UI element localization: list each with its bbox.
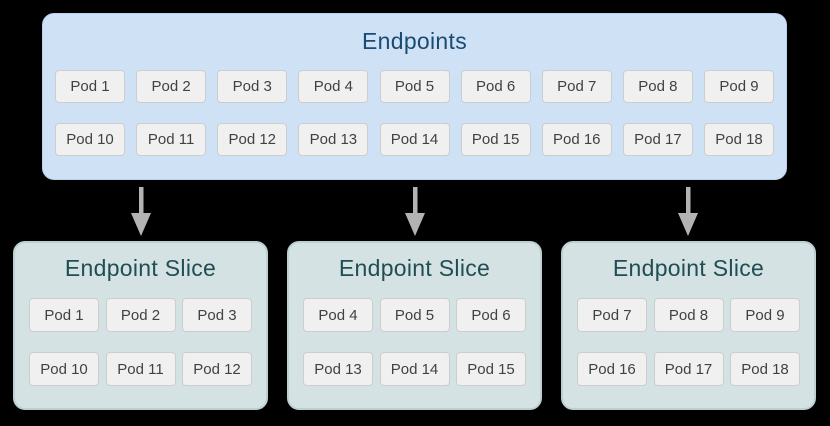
- pod-chip: Pod 13: [303, 352, 373, 386]
- pod-chip: Pod 8: [622, 70, 693, 103]
- pod-chip: Pod 14: [379, 123, 450, 156]
- pod-chip: Pod 5: [379, 298, 450, 332]
- slice-pod-row-1: Pod 4 Pod 5 Pod 6: [303, 298, 526, 332]
- pod-chip: Pod 6: [456, 298, 526, 332]
- pod-chip: Pod 7: [577, 298, 647, 332]
- slice-pod-row-2: Pod 13 Pod 14 Pod 15: [303, 352, 526, 386]
- slice-pod-row-2: Pod 16 Pod 17 Pod 18: [577, 352, 800, 386]
- pod-chip: Pod 3: [182, 298, 252, 332]
- endpoints-box: Endpoints Pod 1 Pod 2 Pod 3 Pod 4 Pod 5 …: [42, 13, 787, 180]
- pod-chip: Pod 16: [541, 123, 612, 156]
- endpoint-slice-title: Endpoint Slice: [612, 255, 765, 281]
- pod-chip: Pod 10: [29, 352, 99, 386]
- pod-chip: Pod 4: [298, 70, 369, 103]
- pod-chip: Pod 9: [704, 70, 774, 103]
- slice-pod-row-1: Pod 7 Pod 8 Pod 9: [577, 298, 800, 332]
- down-arrow-icon: [678, 187, 698, 236]
- down-arrow-icon: [405, 187, 425, 236]
- endpoints-pod-row-2: Pod 10 Pod 11 Pod 12 Pod 13 Pod 14 Pod 1…: [55, 123, 774, 156]
- pod-chip: Pod 7: [541, 70, 612, 103]
- pod-chip: Pod 2: [105, 298, 176, 332]
- pod-chip: Pod 1: [55, 70, 125, 103]
- pod-chip: Pod 15: [460, 123, 531, 156]
- endpoint-slice-box-1: Endpoint Slice Pod 1 Pod 2 Pod 3 Pod 10 …: [13, 241, 268, 410]
- down-arrow-icon: [131, 187, 151, 236]
- pod-chip: Pod 3: [217, 70, 288, 103]
- pod-chip: Pod 6: [460, 70, 531, 103]
- pod-chip: Pod 18: [730, 352, 800, 386]
- pod-chip: Pod 15: [456, 352, 526, 386]
- endpoint-slice-title: Endpoint Slice: [338, 255, 491, 281]
- pod-chip: Pod 14: [379, 352, 450, 386]
- pod-chip: Pod 10: [55, 123, 125, 156]
- endpoints-pod-row-1: Pod 1 Pod 2 Pod 3 Pod 4 Pod 5 Pod 6 Pod …: [55, 70, 774, 103]
- pod-chip: Pod 13: [298, 123, 369, 156]
- pod-chip: Pod 12: [182, 352, 252, 386]
- endpoint-slice-box-2: Endpoint Slice Pod 4 Pod 5 Pod 6 Pod 13 …: [287, 241, 542, 410]
- pod-chip: Pod 2: [136, 70, 207, 103]
- endpoint-slice-title: Endpoint Slice: [64, 255, 217, 281]
- pod-chip: Pod 11: [105, 352, 176, 386]
- pod-chip: Pod 17: [622, 123, 693, 156]
- endpoints-title: Endpoints: [362, 28, 467, 54]
- pod-chip: Pod 17: [653, 352, 724, 386]
- pod-chip: Pod 1: [29, 298, 99, 332]
- endpoint-slice-box-3: Endpoint Slice Pod 7 Pod 8 Pod 9 Pod 16 …: [561, 241, 816, 410]
- pod-chip: Pod 5: [379, 70, 450, 103]
- pod-chip: Pod 16: [577, 352, 647, 386]
- slice-pod-row-1: Pod 1 Pod 2 Pod 3: [29, 298, 252, 332]
- pod-chip: Pod 18: [704, 123, 774, 156]
- pod-chip: Pod 12: [217, 123, 288, 156]
- pod-chip: Pod 4: [303, 298, 373, 332]
- slice-pod-row-2: Pod 10 Pod 11 Pod 12: [29, 352, 252, 386]
- pod-chip: Pod 9: [730, 298, 800, 332]
- pod-chip: Pod 11: [136, 123, 207, 156]
- pod-chip: Pod 8: [653, 298, 724, 332]
